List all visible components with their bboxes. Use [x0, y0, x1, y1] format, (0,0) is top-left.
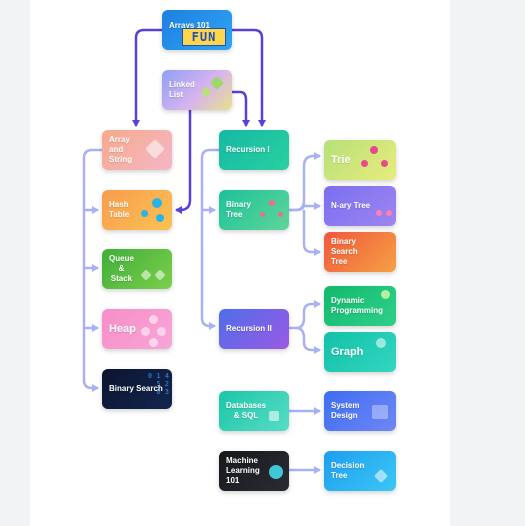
- node-decision-tree[interactable]: Decision Tree: [324, 451, 396, 491]
- tree-node-icon: [386, 210, 392, 216]
- node-arrays-101[interactable]: Arrays 101 FUN: [162, 10, 232, 50]
- node-system-design-label: System Design: [331, 401, 359, 421]
- binary-tree-line2: Tree: [226, 210, 243, 219]
- stack-layers-icon: [154, 269, 166, 281]
- node-ml-label: Machine Learning 101: [226, 456, 260, 486]
- array-string-line1: Array: [109, 135, 130, 144]
- tree-node-icon: [361, 160, 368, 167]
- green-square-icon: [209, 75, 225, 91]
- node-recursion-i[interactable]: Recursion I: [219, 130, 289, 170]
- node-graph[interactable]: Graph: [324, 332, 396, 372]
- node-machine-learning-101[interactable]: Machine Learning 101: [219, 451, 289, 491]
- linked-list-line2: List: [169, 90, 184, 99]
- circle-icon: [152, 198, 162, 208]
- stack-layers-icon: [140, 269, 152, 281]
- node-queue-and-stack[interactable]: Queue & Stack: [102, 249, 172, 289]
- circle-icon: [381, 290, 390, 299]
- node-dynamic-programming[interactable]: Dynamic Programming: [324, 286, 396, 326]
- tree-node-icon: [370, 146, 378, 154]
- node-dp-label: Dynamic Programming: [331, 296, 383, 316]
- node-binary-tree-label: Binary Tree: [226, 200, 251, 220]
- system-design-line1: System: [331, 401, 360, 410]
- node-arrays-101-label: Arrays 101: [169, 21, 210, 30]
- panel-icon: [372, 405, 388, 419]
- tree-node-icon: [278, 212, 283, 217]
- dp-line2: Programming: [331, 306, 384, 315]
- binary-tree-line1: Binary: [226, 200, 251, 209]
- node-heap-label: Heap: [109, 323, 136, 335]
- node-heap[interactable]: Heap: [102, 309, 172, 349]
- node-recursion-ii-label: Recursion II: [226, 324, 272, 333]
- node-linked-list[interactable]: Linked List: [162, 70, 232, 110]
- circle-icon: [157, 327, 166, 336]
- node-recursion-i-label: Recursion I: [226, 145, 270, 154]
- bst-line3: Tree: [331, 257, 348, 266]
- databases-line1: Databases: [226, 401, 267, 410]
- diamond-icon: [145, 139, 165, 159]
- linked-list-line1: Linked: [169, 80, 195, 89]
- node-linked-list-label: Linked List: [169, 80, 195, 100]
- node-binary-search-label: Binary Search: [109, 384, 163, 393]
- dp-line1: Dynamic: [331, 296, 365, 305]
- system-design-line2: Design: [331, 411, 358, 420]
- brain-icon: [269, 465, 283, 479]
- queue-stack-line1: Queue: [109, 254, 134, 263]
- queue-stack-line3: Stack: [110, 274, 133, 283]
- queue-stack-line2: &: [118, 264, 125, 273]
- node-databases-label: Databases & SQL: [226, 401, 266, 421]
- bst-line1: Binary: [331, 237, 356, 246]
- bst-line2: Search: [331, 247, 358, 256]
- node-bst-label: Binary Search Tree: [331, 237, 358, 267]
- node-n-ary-tree-label: N-ary Tree: [331, 201, 371, 210]
- node-binary-search[interactable]: 0 1 4 5 2 0 3 Binary Search: [102, 369, 172, 409]
- node-trie[interactable]: Trie: [324, 140, 396, 180]
- circle-icon: [156, 214, 164, 222]
- circle-icon: [149, 338, 158, 347]
- circle-icon: [376, 338, 386, 348]
- hash-table-line1: Hash: [109, 200, 129, 209]
- node-n-ary-tree[interactable]: N-ary Tree: [324, 186, 396, 226]
- circle-icon: [141, 210, 148, 217]
- database-icon: [269, 411, 279, 421]
- circle-icon: [141, 327, 150, 336]
- node-array-and-string[interactable]: Array and String: [102, 130, 172, 170]
- diamond-icon: [373, 468, 389, 484]
- node-binary-tree[interactable]: Binary Tree: [219, 190, 289, 230]
- ml-line1: Machine: [226, 456, 259, 465]
- node-system-design[interactable]: System Design: [324, 391, 396, 431]
- node-binary-search-tree[interactable]: Binary Search Tree: [324, 232, 396, 272]
- green-square-icon: [200, 86, 212, 98]
- circle-icon: [149, 315, 158, 324]
- node-decision-tree-label: Decision Tree: [331, 461, 364, 481]
- array-string-line3: String: [109, 155, 133, 164]
- node-databases-sql[interactable]: Databases & SQL: [219, 391, 289, 431]
- node-graph-label: Graph: [331, 346, 364, 358]
- ml-line3: 101: [226, 476, 240, 485]
- tree-node-icon: [376, 210, 382, 216]
- node-trie-label: Trie: [331, 154, 351, 166]
- tree-node-icon: [381, 160, 388, 167]
- node-hash-table-label: Hash Table: [109, 200, 129, 220]
- databases-line2: & SQL: [233, 411, 259, 420]
- tree-node-icon: [260, 212, 265, 217]
- node-queue-stack-label: Queue & Stack: [109, 254, 134, 284]
- fun-logo: FUN: [182, 28, 226, 46]
- tree-node-icon: [269, 200, 275, 206]
- node-recursion-ii[interactable]: Recursion II: [219, 309, 289, 349]
- ml-line2: Learning: [226, 466, 260, 475]
- node-hash-table[interactable]: Hash Table: [102, 190, 172, 230]
- hash-table-line2: Table: [109, 210, 130, 219]
- decision-tree-line1: Decision: [331, 461, 365, 470]
- node-array-and-string-label: Array and String: [109, 135, 132, 165]
- decision-tree-line2: Tree: [331, 471, 348, 480]
- binary-digits-deco: 0 1 4 5 2 0 3: [147, 372, 169, 396]
- array-string-line2: and: [109, 145, 124, 154]
